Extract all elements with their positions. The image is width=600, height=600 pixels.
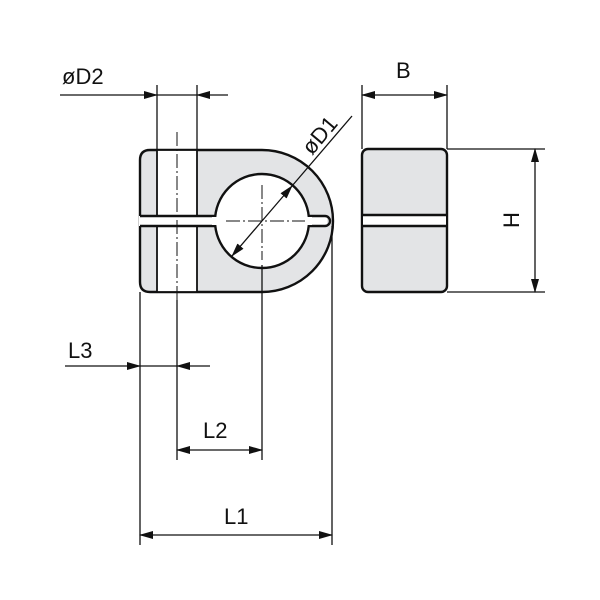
side-view [360,147,449,294]
label-d2: øD2 [62,64,104,89]
dimension-l2: L2 [176,418,263,454]
label-b: B [396,58,411,83]
label-l2: L2 [203,418,227,443]
dimension-b: B [361,58,448,99]
label-h: H [499,212,524,228]
label-d1: øD1 [297,111,343,159]
dimension-l3: L3 [65,338,210,370]
label-l1: L1 [224,504,248,529]
label-l3: L3 [68,338,92,363]
extension-lines [139,85,545,545]
dimension-d2: øD2 [60,64,228,99]
dimension-h: H [499,148,539,293]
dimension-l1: L1 [139,504,333,539]
front-view [138,132,335,300]
